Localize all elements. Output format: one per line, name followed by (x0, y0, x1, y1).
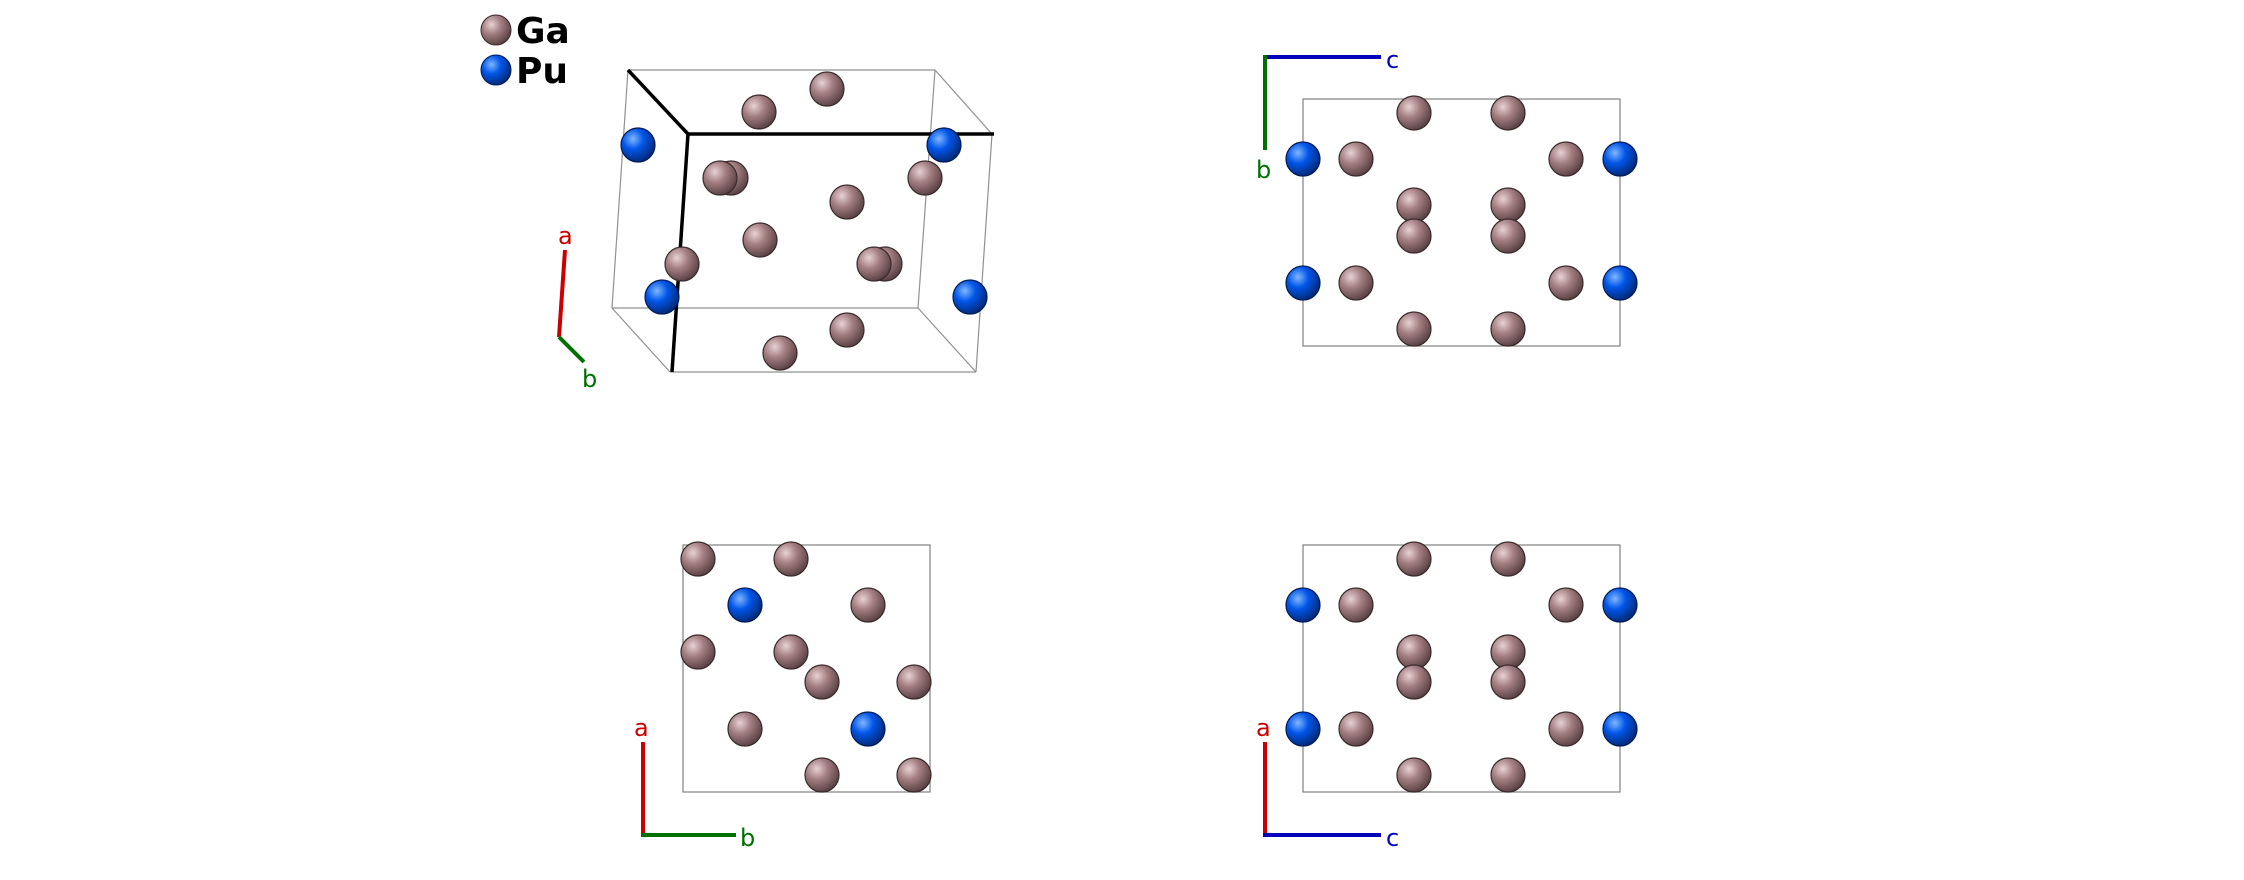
legend: Ga Pu (480, 11, 570, 92)
atoms-view-ab (680, 541, 932, 793)
axis-a-line (557, 249, 567, 338)
ga-atom (773, 634, 809, 670)
ga-atom (1490, 187, 1526, 223)
pu-atom (926, 127, 962, 163)
legend-pu-label: Pu (516, 51, 568, 92)
ga-atom (1548, 265, 1584, 301)
pu-atom (1285, 141, 1321, 177)
ga-atom (1548, 141, 1584, 177)
ga-atom (1490, 757, 1526, 793)
ga-atom (1338, 141, 1374, 177)
ga-atom (804, 757, 840, 793)
ga-atom (1396, 541, 1432, 577)
pu-atom (1602, 711, 1638, 747)
ga-atom (1490, 218, 1526, 254)
axis-a-label: a (558, 222, 573, 250)
pu-atom (952, 279, 988, 315)
axis-c-label: c (1386, 824, 1399, 852)
ga-atom (1490, 634, 1526, 670)
ga-atom (1396, 664, 1432, 700)
unit-cell-outline (1302, 98, 1621, 347)
ga-atom (1490, 664, 1526, 700)
ga-atom (680, 541, 716, 577)
axis-b-label: b (1256, 156, 1271, 184)
ga-atom (809, 71, 845, 107)
legend-ga-marker (480, 14, 512, 46)
pu-atom (1602, 265, 1638, 301)
ga-atom (804, 664, 840, 700)
pu-atom (1285, 265, 1321, 301)
axis-triad-view-ac: a c (1256, 714, 1399, 852)
panel-view-ab: a b (634, 541, 932, 852)
pu-atom (644, 279, 680, 315)
panel-view-bc: c b (1256, 46, 1638, 347)
axis-triad-view-ab: a b (634, 714, 755, 852)
axis-a-label: a (634, 714, 649, 742)
pu-atom (850, 711, 886, 747)
unit-cell-outline (1302, 544, 1621, 793)
ga-atom (896, 757, 932, 793)
ga-atom (1396, 634, 1432, 670)
ga-atom (829, 184, 865, 220)
ga-atom (896, 664, 932, 700)
pu-atom (1602, 141, 1638, 177)
panel-perspective: a b (557, 68, 994, 393)
ga-atom (1338, 711, 1374, 747)
ga-atom (1396, 311, 1432, 347)
pu-atom (727, 587, 763, 623)
legend-ga-label: Ga (516, 11, 570, 52)
pu-atom (1285, 711, 1321, 747)
ga-atom (907, 160, 943, 196)
ga-atom (1548, 587, 1584, 623)
ga-atom (829, 312, 865, 348)
ga-atom (773, 541, 809, 577)
axis-triad-view-bc: c b (1256, 46, 1399, 184)
axis-b-label: b (582, 365, 597, 393)
unit-cell-bold-edges (626, 68, 994, 373)
pu-atom (620, 127, 656, 163)
ga-atom (856, 246, 892, 282)
ga-atom (1490, 311, 1526, 347)
axis-c-label: c (1386, 46, 1399, 74)
ga-atom (742, 222, 778, 258)
ga-atom (727, 711, 763, 747)
ga-atom (762, 335, 798, 371)
axis-b-label: b (740, 824, 755, 852)
ga-atom (1396, 187, 1432, 223)
ga-atom (1338, 587, 1374, 623)
atoms-view-bc (1285, 95, 1638, 347)
pu-atom (1285, 587, 1321, 623)
atoms-perspective (620, 71, 988, 371)
unit-cell-outline (682, 544, 931, 793)
ga-atom (702, 160, 738, 196)
axis-a-label: a (1256, 714, 1271, 742)
ga-atom (1548, 711, 1584, 747)
panel-view-ac: a c (1256, 541, 1638, 852)
legend-pu-marker (480, 54, 512, 86)
ga-atom (741, 94, 777, 130)
ga-atom (1396, 218, 1432, 254)
ga-atom (1490, 95, 1526, 131)
ga-atom (1338, 265, 1374, 301)
ga-atom (680, 634, 716, 670)
ga-atom (664, 246, 700, 282)
pu-atom (1602, 587, 1638, 623)
atoms-view-ac (1285, 541, 1638, 793)
axis-b-line (557, 335, 586, 364)
ga-atom (1490, 541, 1526, 577)
ga-atom (1396, 95, 1432, 131)
axis-triad-perspective: a b (557, 222, 597, 393)
ga-atom (1396, 757, 1432, 793)
ga-atom (850, 587, 886, 623)
